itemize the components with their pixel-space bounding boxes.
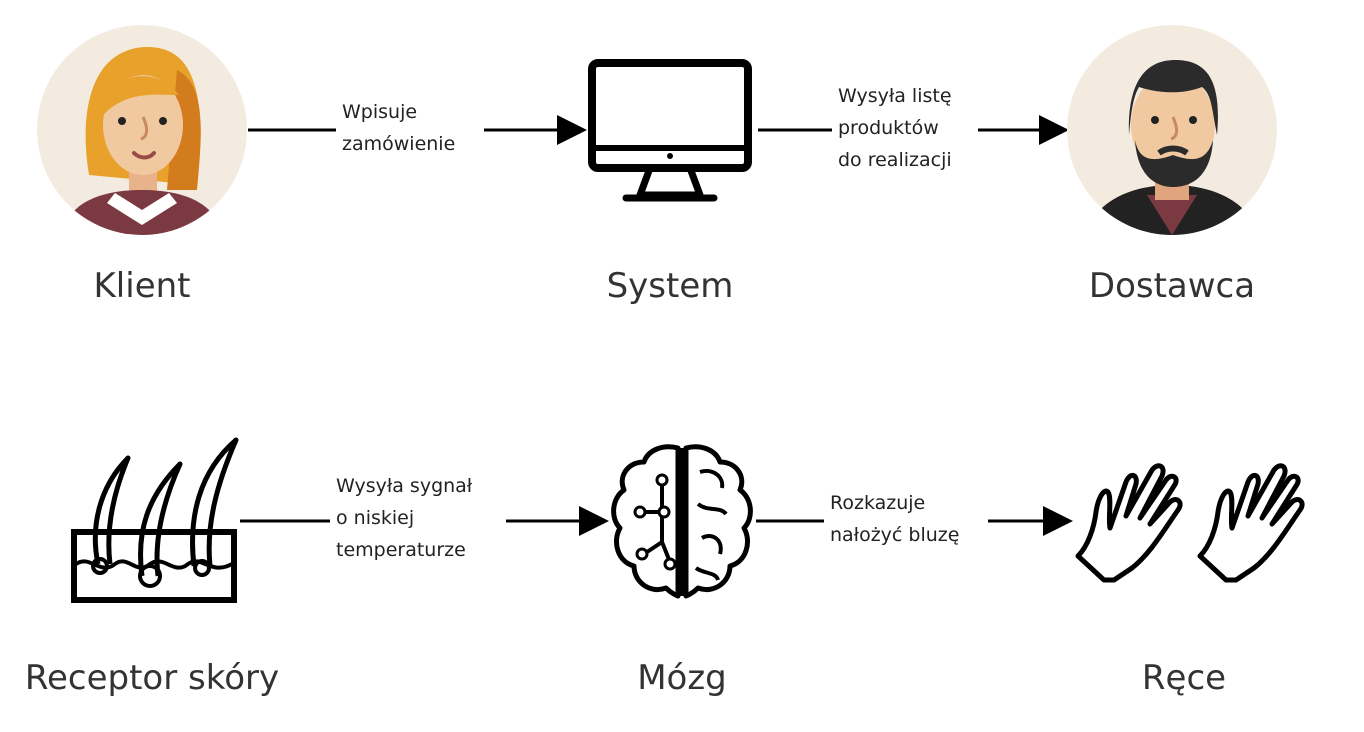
node-brain — [608, 442, 756, 600]
hands-icon — [1075, 463, 1305, 583]
node-system — [588, 58, 754, 204]
edge-label-receptor-brain: Wysyła sygnał o niskiej temperaturze — [336, 470, 472, 566]
node-label-brain: Mózg — [637, 658, 727, 698]
node-client — [37, 25, 247, 235]
node-label-hands: Ręce — [1141, 658, 1227, 698]
edge-label-line: temperaturze — [336, 539, 466, 561]
woman-avatar-icon — [37, 25, 247, 235]
edge-label-system-supplier: Wysyła listę produktów do realizacji — [838, 80, 952, 176]
node-label-system: System — [606, 266, 734, 306]
node-label-supplier: Dostawca — [1088, 266, 1256, 306]
edge-label-line: zamówienie — [342, 133, 456, 155]
edge-label-line: Wysyła sygnał — [336, 475, 473, 497]
edge-label-brain-hands: Rozkazuje nałożyć bluzę — [830, 487, 959, 551]
edge-label-line: o niskiej — [336, 507, 415, 529]
brain-icon — [611, 444, 753, 599]
edge-label-line: Rozkazuje — [830, 492, 926, 514]
node-supplier — [1067, 25, 1277, 235]
node-label-client: Klient — [93, 266, 191, 306]
node-hands — [1074, 458, 1318, 584]
edge-label-line: produktów — [838, 117, 939, 139]
edge-label-line: do realizacji — [838, 149, 952, 171]
edge-label-line: Wysyła listę — [838, 85, 952, 107]
man-avatar-icon — [1067, 25, 1277, 235]
node-label-receptor: Receptor skóry — [24, 658, 280, 698]
skin-receptor-icon — [71, 437, 239, 603]
edge-label-line: Wpisuje — [342, 101, 418, 123]
node-receptor — [70, 436, 240, 606]
edge-label-line: nałożyć bluzę — [830, 524, 960, 546]
edge-label-client-system: Wpisuje zamówienie — [342, 96, 455, 160]
computer-monitor-icon — [588, 59, 752, 202]
